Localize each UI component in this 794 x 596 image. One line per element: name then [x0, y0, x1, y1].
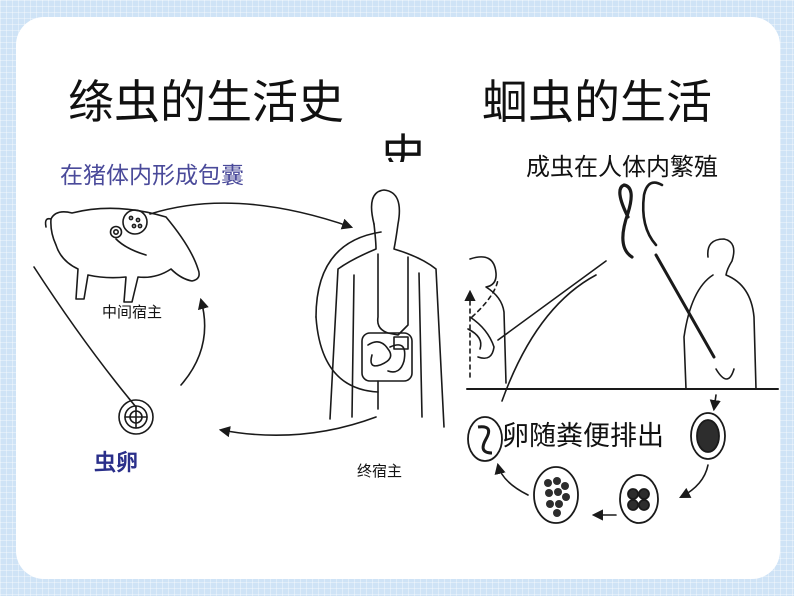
human-digestive-illustration	[329, 189, 445, 428]
cycle-arc-left	[33, 266, 137, 408]
adult-worm-icon	[618, 183, 634, 259]
arrow-human-loop	[315, 231, 382, 318]
person-right-illustration	[683, 238, 757, 390]
title-roundworm: 蛔虫的生活	[482, 75, 712, 129]
pig-illustration	[44, 207, 200, 303]
intermediate-host-label: 中间宿主	[102, 303, 163, 321]
egg-excretion-label: 卵随粪便排出	[502, 421, 664, 452]
slide: 绦虫的生活史 蛔虫的生活 史 在猪体内形成包囊 中间宿主 终宿主 虫卵 成虫在人…	[16, 17, 780, 579]
egg-stage-4-icon	[619, 474, 659, 524]
life-cycle-illustrations	[33, 181, 779, 524]
adult-reproduction-label: 成虫在人体内繁殖	[526, 153, 718, 181]
arrow-egg-cycle-1	[679, 464, 709, 499]
title-tapeworm: 绦虫的生活史	[68, 75, 344, 129]
tapeworm-egg-icon	[118, 399, 154, 435]
roundworm-egg-icons	[467, 412, 726, 524]
egg-label: 虫卵	[94, 451, 139, 476]
arrow-human-to-egg	[218, 416, 377, 438]
arrow-egg-cycle-3	[494, 462, 529, 496]
person-left-illustration	[467, 256, 507, 384]
arrow-pig-to-human	[149, 202, 354, 230]
cyst-formation-label: 在猪体内形成包囊	[60, 163, 244, 189]
final-host-label: 终宿主	[357, 462, 403, 480]
arrow-egg-to-pig	[180, 297, 209, 386]
title-roundworm-continued: 史	[380, 133, 426, 162]
